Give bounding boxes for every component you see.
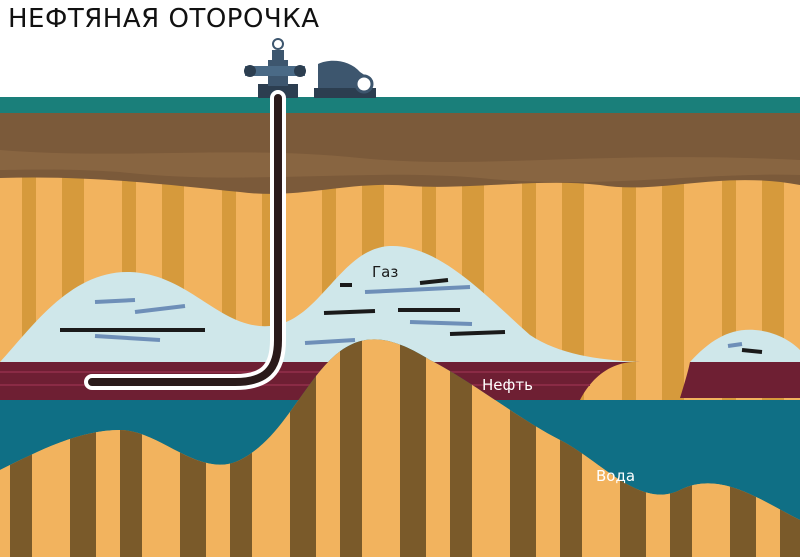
wellhead-icon [244,38,306,98]
diagram-title: НЕФТЯНАЯ ОТОРОЧКА [8,4,320,34]
oil-label: Нефть [482,376,533,394]
pump-unit-icon [314,60,376,98]
deep-rock [0,339,800,557]
gas-label: Газ [372,263,398,281]
gas-streaks [60,278,763,354]
topsoil-band [0,150,800,183]
gas-zone-right [690,329,800,362]
well-pipe-core [88,94,282,386]
water-label: Вода [596,467,635,485]
surface-band [0,97,800,113]
oil-zone-right [680,362,800,398]
